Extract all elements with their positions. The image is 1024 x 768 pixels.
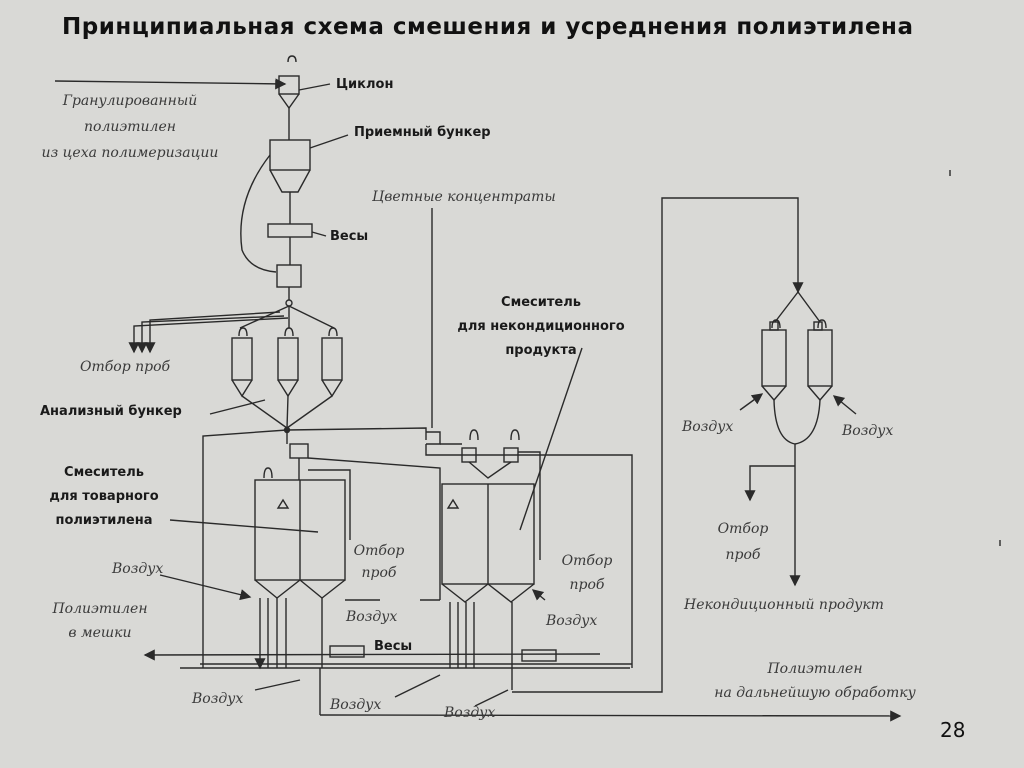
mixer-offspec-line1: Смеситель [501,295,581,310]
granulated-pe-line3: из цеха полимеризации [41,145,219,161]
scales-bottom-right [521,649,557,662]
air-mid1-label: Воздух [346,609,398,625]
air-bottom3-label: Воздух [444,705,496,721]
mixer-commercial-line3: полиэтилена [55,513,153,528]
sampling-mid2-line1: Отбор [561,553,613,569]
mixer-commercial-line1: Смеситель [64,465,144,480]
pe-further-line2: на дальнейшую обработку [714,685,916,701]
offspec-product-label: Некондиционный продукт [684,597,884,613]
offspec-silos-shape [761,291,833,402]
scales-bottom-left [329,645,365,658]
mixer-offspec-line3: продукта [505,343,577,358]
analysis-bunkers-shape [231,327,343,398]
feed-line [54,78,287,90]
sampling-right-line2: проб [725,547,761,563]
receiving-bunker-label: Приемный бункер [354,125,491,140]
air-left-mixer-label: Воздух [112,561,164,577]
sampling-left-label: Отбор проб [80,359,171,375]
air-right1-label: Воздух [682,419,734,435]
pe-to-bags-line2: в мешки [68,625,132,641]
mixer-commercial-shape [254,443,346,599]
pe-to-bags-line1: Полиэтилен [52,601,148,617]
color-concentrates-label: Цветные концентраты [372,189,556,205]
cyclone-label: Циклон [336,77,394,92]
air-right2-label: Воздух [842,423,894,439]
sampling-right-line1: Отбор [717,521,769,537]
sampling-mid1-line2: проб [361,565,397,581]
scales-top-shape [267,223,327,238]
pe-further-line1: Полиэтилен [767,661,863,677]
granulated-pe-line1: Гранулированный [62,93,198,109]
air-mid2-label: Воздух [546,613,598,629]
scales-bottom-label: Весы [374,639,413,654]
mixer-offspec-shape [441,429,535,603]
page-number: 28 [940,718,966,742]
mixer-commercial-line2: для товарного [49,489,159,504]
granulated-pe-line2: полиэтилен [84,119,176,135]
scales-top-label: Весы [330,229,369,244]
analysis-bunker-label: Анализный бункер [40,404,182,419]
cyclone-shape [278,55,331,110]
sampling-mid2-line2: проб [569,577,605,593]
mixer-offspec-line2: для некондиционного [457,319,625,334]
air-bottom2-label: Воздух [330,697,382,713]
receiving-bunker-shape [269,134,349,193]
diagram-title: Принципиальная схема смешения и усреднен… [62,14,914,40]
sampling-mid1-line1: Отбор [353,543,405,559]
air-bottom1-label: Воздух [192,691,244,707]
